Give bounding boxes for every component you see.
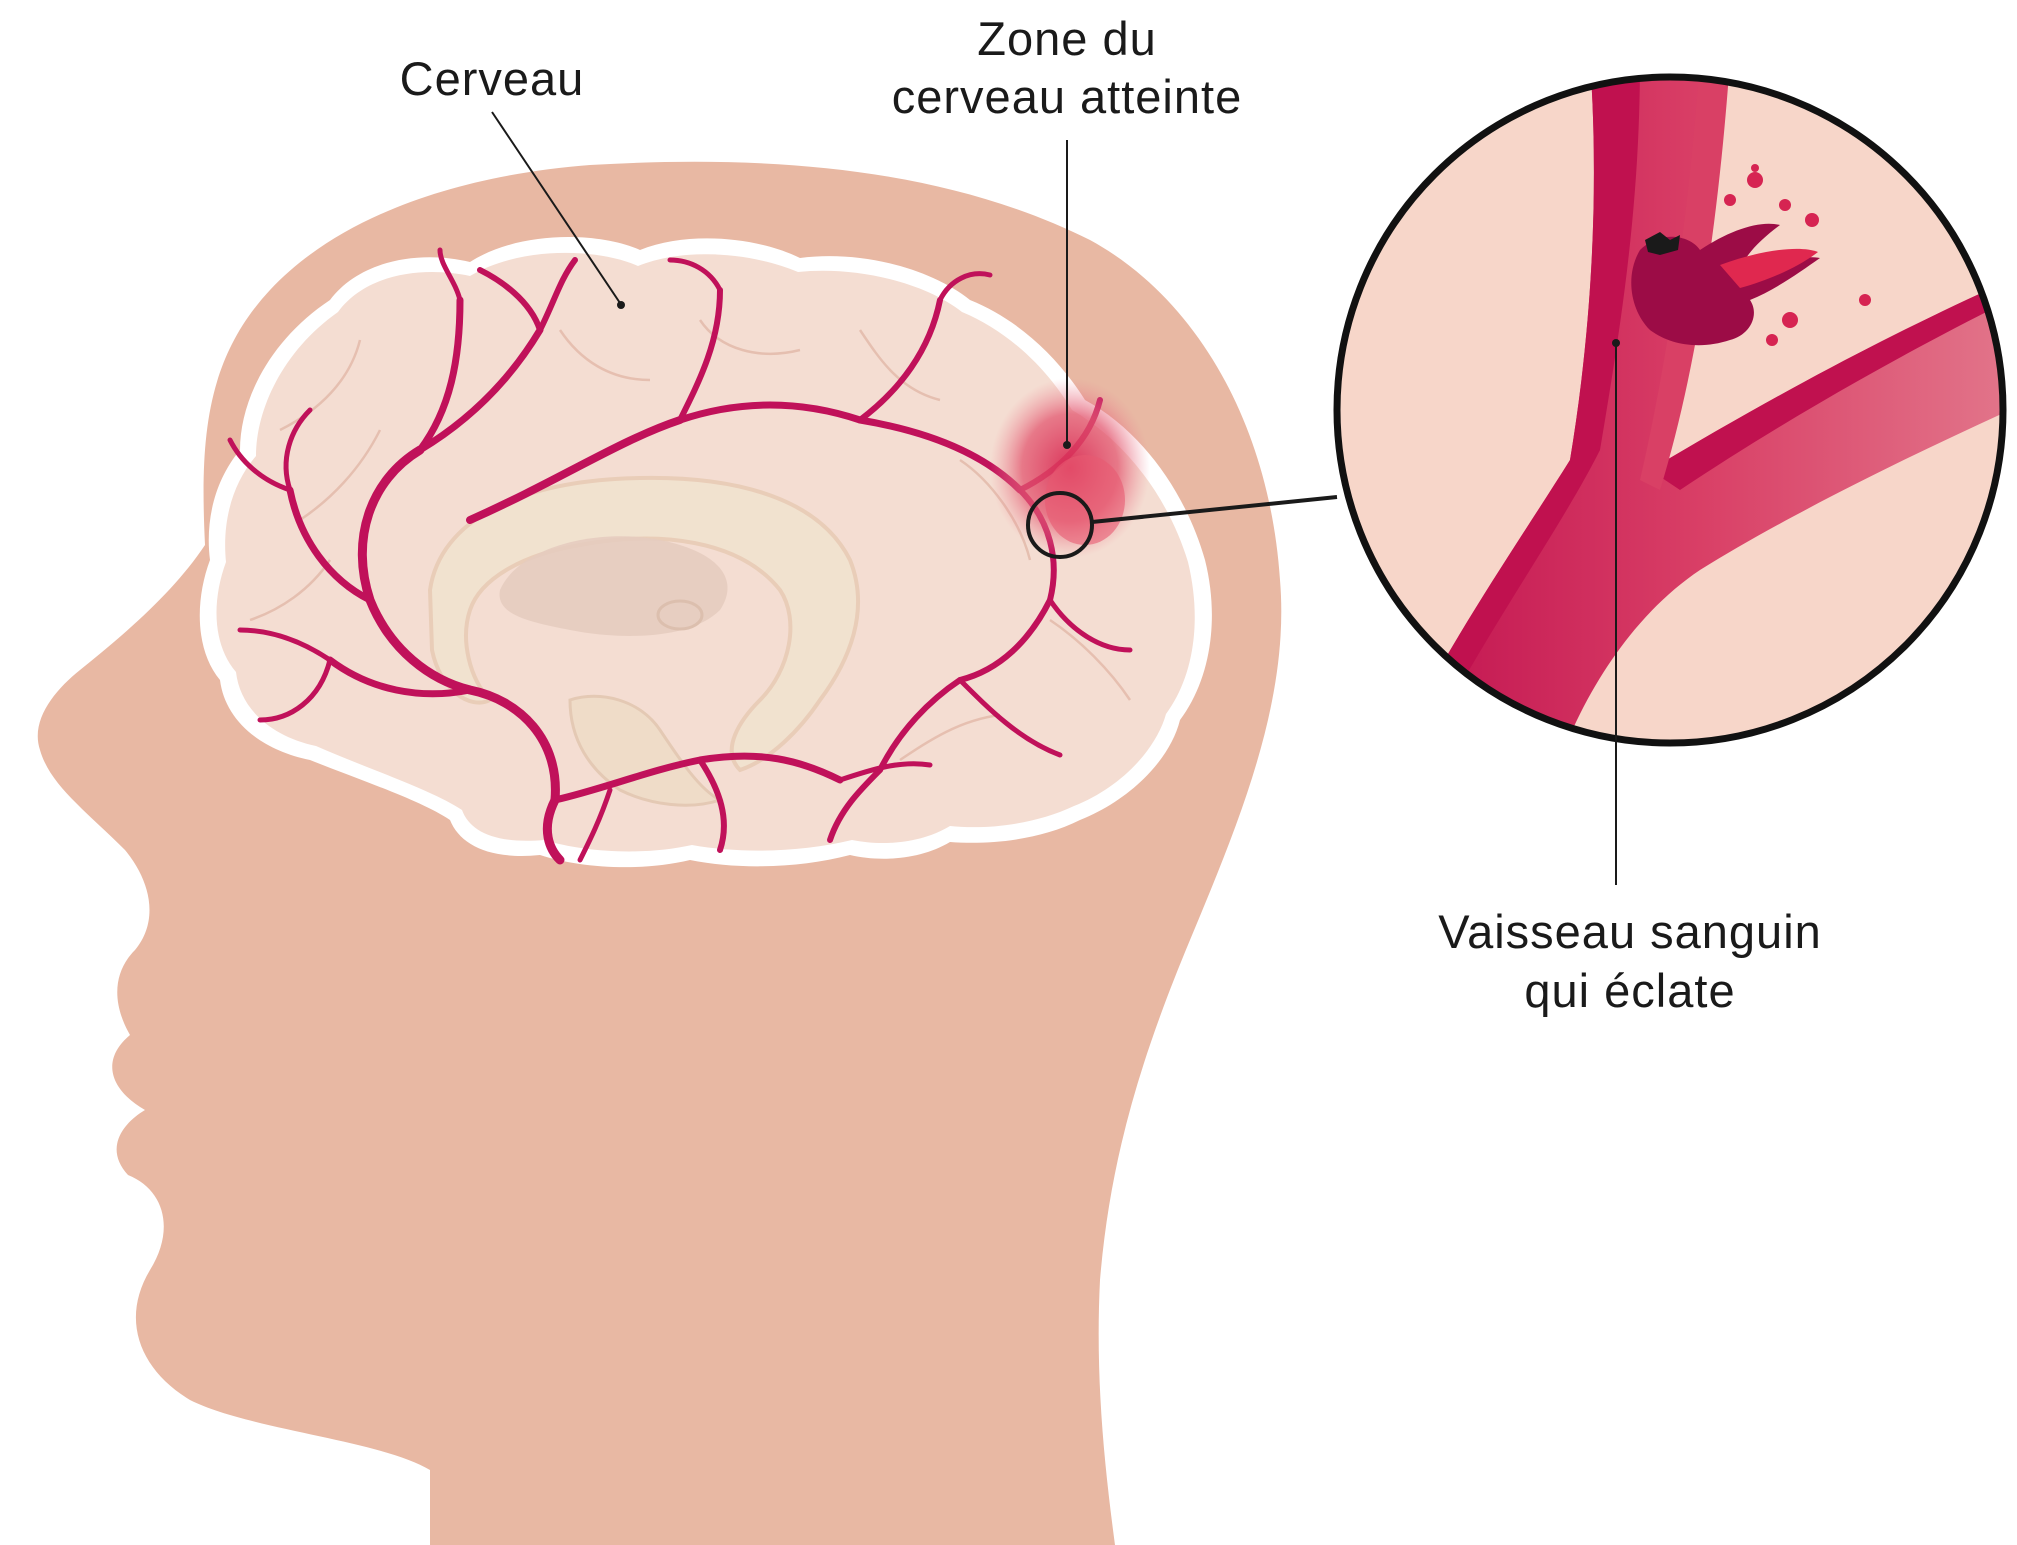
zoom-view bbox=[1337, 60, 2010, 760]
blood-drop bbox=[1766, 334, 1778, 346]
blood-drop bbox=[1747, 172, 1763, 188]
blood-drop bbox=[1782, 312, 1798, 328]
blood-drop bbox=[1724, 194, 1736, 206]
blood-drop bbox=[1779, 199, 1791, 211]
vessel-label-line1: Vaisseau sanguin bbox=[1438, 905, 1822, 958]
zone-leader-dot bbox=[1063, 441, 1071, 449]
affected-zone-core bbox=[1045, 455, 1125, 545]
vessel-label-line2: qui éclate bbox=[1524, 964, 1735, 1017]
blood-drop bbox=[1805, 213, 1819, 227]
brain-leader-dot bbox=[617, 301, 625, 309]
zone-label-line1: Zone du bbox=[977, 12, 1156, 65]
blood-drop bbox=[1751, 164, 1759, 172]
vessel-leader-dot bbox=[1612, 339, 1620, 347]
zone-label-line2: cerveau atteinte bbox=[892, 70, 1242, 123]
brain-label: Cerveau bbox=[400, 52, 585, 105]
blood-drop bbox=[1859, 294, 1871, 306]
